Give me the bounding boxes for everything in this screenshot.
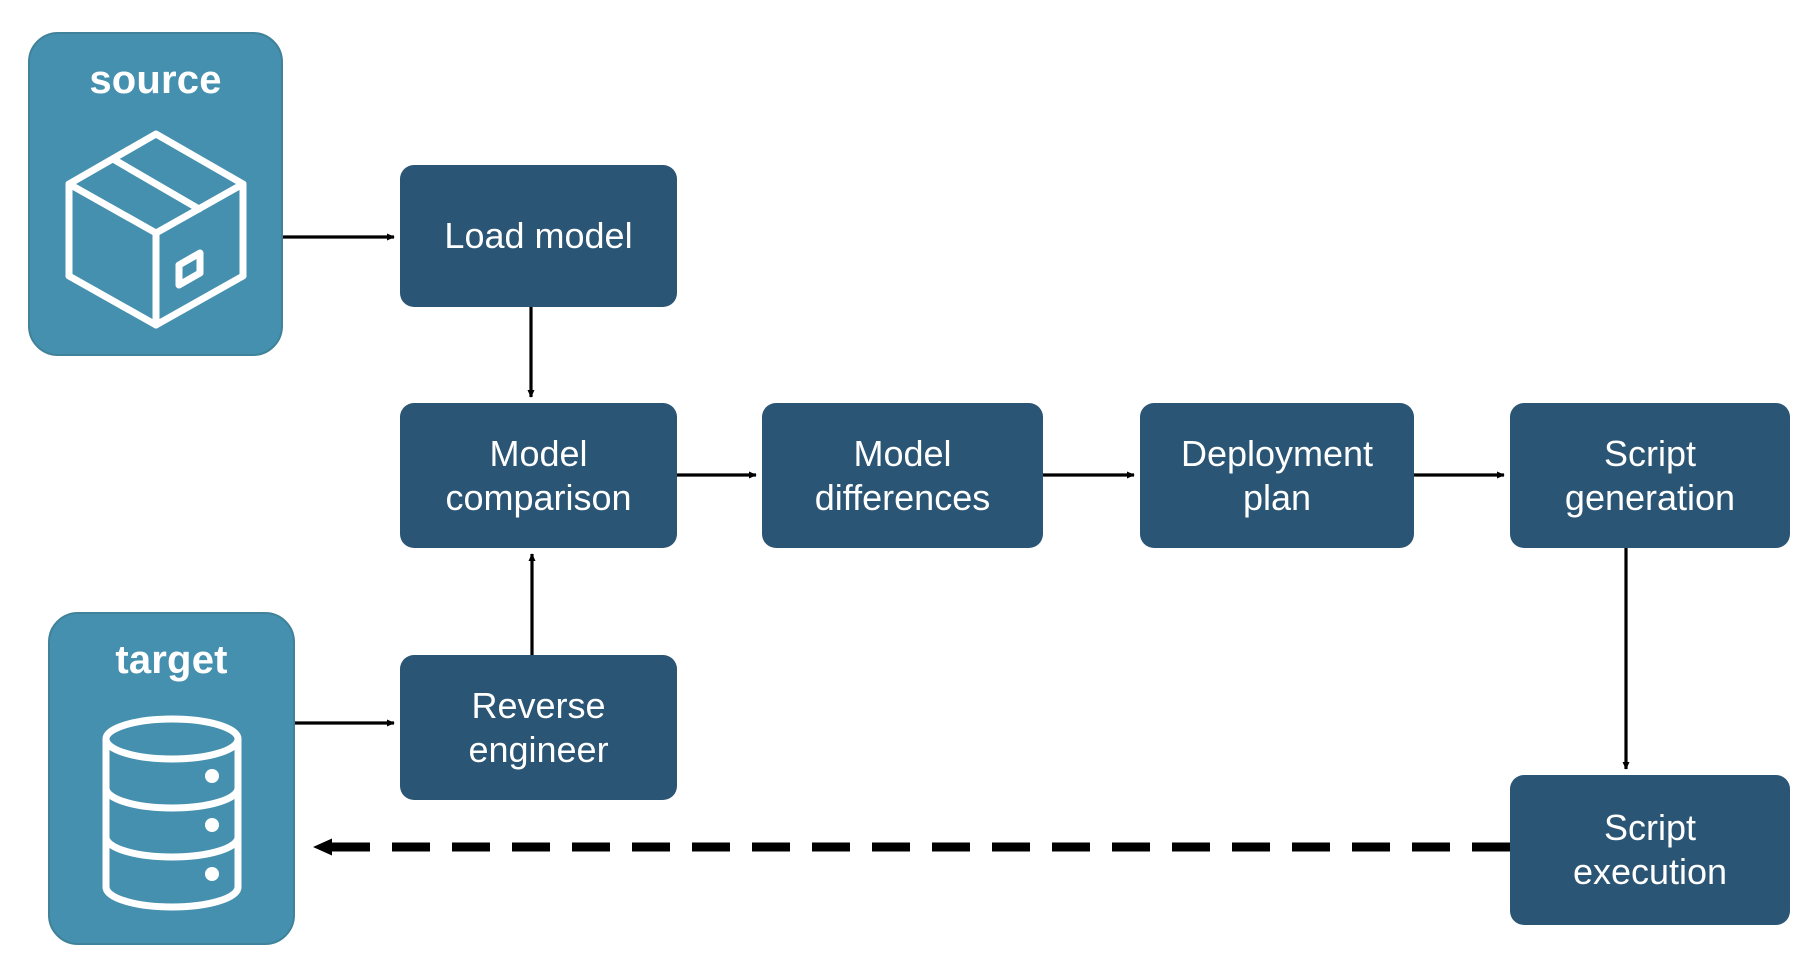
package-box-icon	[30, 102, 281, 354]
node-load-model[interactable]: Load model	[400, 165, 677, 307]
node-source[interactable]: source	[28, 32, 283, 356]
node-script-execution-label: Script execution	[1572, 807, 1728, 892]
node-target-label: target	[115, 638, 228, 682]
node-script-generation-label: Script generation	[1564, 432, 1736, 518]
node-model-comparison-label: Model comparison	[445, 432, 632, 518]
node-reverse-engineer-label: Reverse engineer	[468, 684, 609, 770]
node-source-label: source	[89, 58, 222, 102]
node-reverse-engineer[interactable]: Reverse engineer	[400, 655, 677, 800]
node-target[interactable]: target	[48, 612, 295, 945]
node-model-comparison[interactable]: Model comparison	[400, 403, 677, 548]
node-deployment-plan-label: Deployment plan	[1180, 432, 1374, 518]
node-model-differences-label: Model differences	[814, 432, 991, 518]
node-script-generation[interactable]: Script generation	[1510, 403, 1790, 548]
node-deployment-plan[interactable]: Deployment plan	[1140, 403, 1414, 548]
node-model-differences[interactable]: Model differences	[762, 403, 1043, 548]
database-cylinder-icon	[50, 682, 293, 943]
node-load-model-label: Load model	[444, 215, 633, 257]
node-script-execution[interactable]: Script execution	[1510, 775, 1790, 925]
